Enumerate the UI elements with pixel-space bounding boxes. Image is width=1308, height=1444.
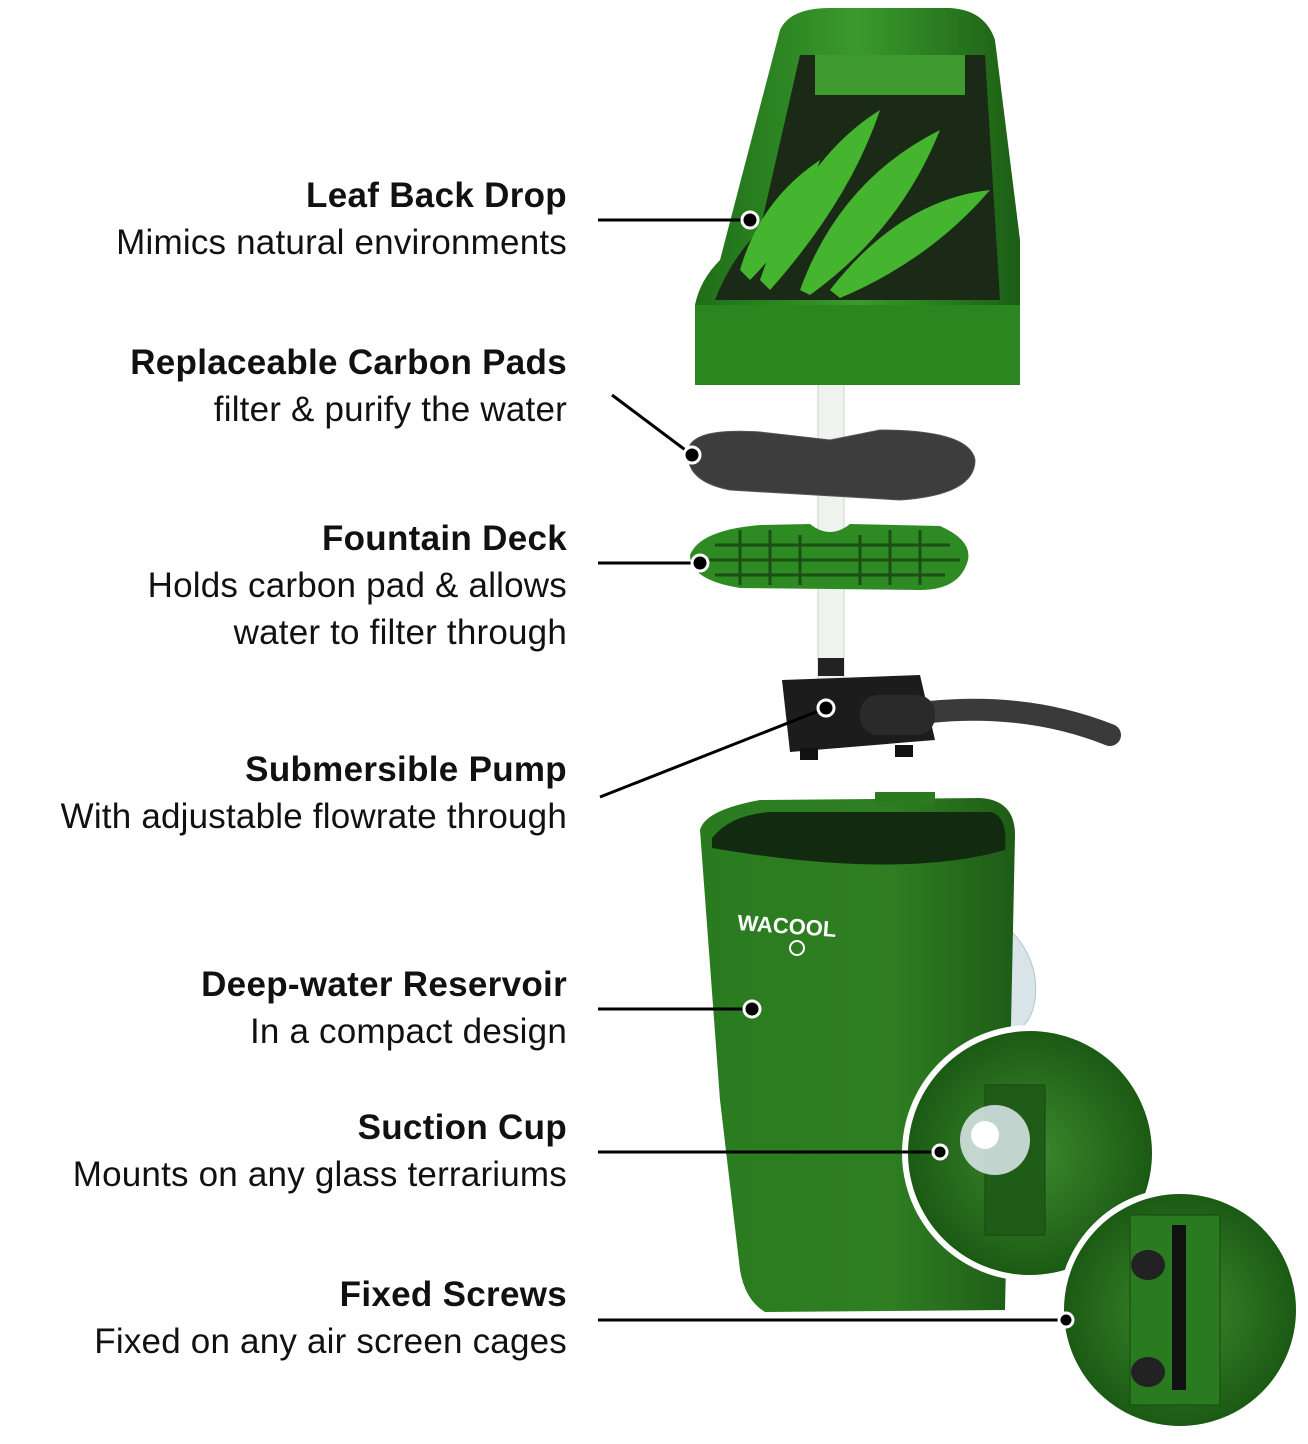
callout-line-carbon	[611, 393, 693, 457]
callout-dots	[682, 210, 1075, 1329]
pump-cable	[919, 698, 1121, 746]
callout-desc: With adjustable flowrate through	[60, 797, 567, 836]
carbon-pad	[688, 429, 976, 501]
callout-desc: Holds carbon pad & allows	[147, 566, 567, 605]
leaf-back-drop	[695, 8, 1020, 385]
tube	[817, 379, 845, 681]
callout-lines	[598, 218, 1066, 1322]
callout-fixed-screws: Fixed Screws Fixed on any air screen cag…	[94, 1271, 567, 1365]
fountain-deck	[690, 524, 969, 590]
callout-title: Submersible Pump	[245, 750, 567, 789]
callout-desc: Mimics natural environments	[116, 223, 567, 262]
callout-leaf-back-drop: Leaf Back Drop Mimics natural environmen…	[116, 172, 567, 266]
callout-desc: Fixed on any air screen cages	[94, 1322, 567, 1361]
callout-fountain-deck: Fountain Deck Holds carbon pad & allows …	[148, 515, 567, 656]
callout-title: Fixed Screws	[339, 1275, 567, 1314]
callout-line-pump	[599, 706, 827, 799]
callout-title: Leaf Back Drop	[306, 176, 567, 215]
callout-carbon-pads: Replaceable Carbon Pads filter & purify …	[130, 339, 567, 433]
callout-submersible-pump: Submersible Pump With adjustable flowrat…	[61, 746, 567, 840]
suction-cup-inset	[902, 1025, 1158, 1281]
callout-title: Deep-water Reservoir	[201, 965, 567, 1004]
submersible-pump	[782, 658, 935, 760]
callout-desc: filter & purify the water	[213, 390, 567, 429]
callout-desc: water to filter through	[233, 613, 567, 652]
callout-desc: Mounts on any glass terrariums	[72, 1155, 567, 1194]
callout-title: Fountain Deck	[321, 519, 567, 558]
callout-reservoir: Deep-water Reservoir In a compact design	[201, 961, 567, 1055]
callout-title: Replaceable Carbon Pads	[130, 343, 567, 382]
fixed-screws-inset	[1058, 1188, 1302, 1432]
callout-title: Suction Cup	[357, 1108, 567, 1147]
callout-desc: In a compact design	[249, 1012, 567, 1051]
callout-suction-cup: Suction Cup Mounts on any glass terrariu…	[73, 1104, 567, 1198]
logo-swirl-icon	[789, 940, 805, 956]
